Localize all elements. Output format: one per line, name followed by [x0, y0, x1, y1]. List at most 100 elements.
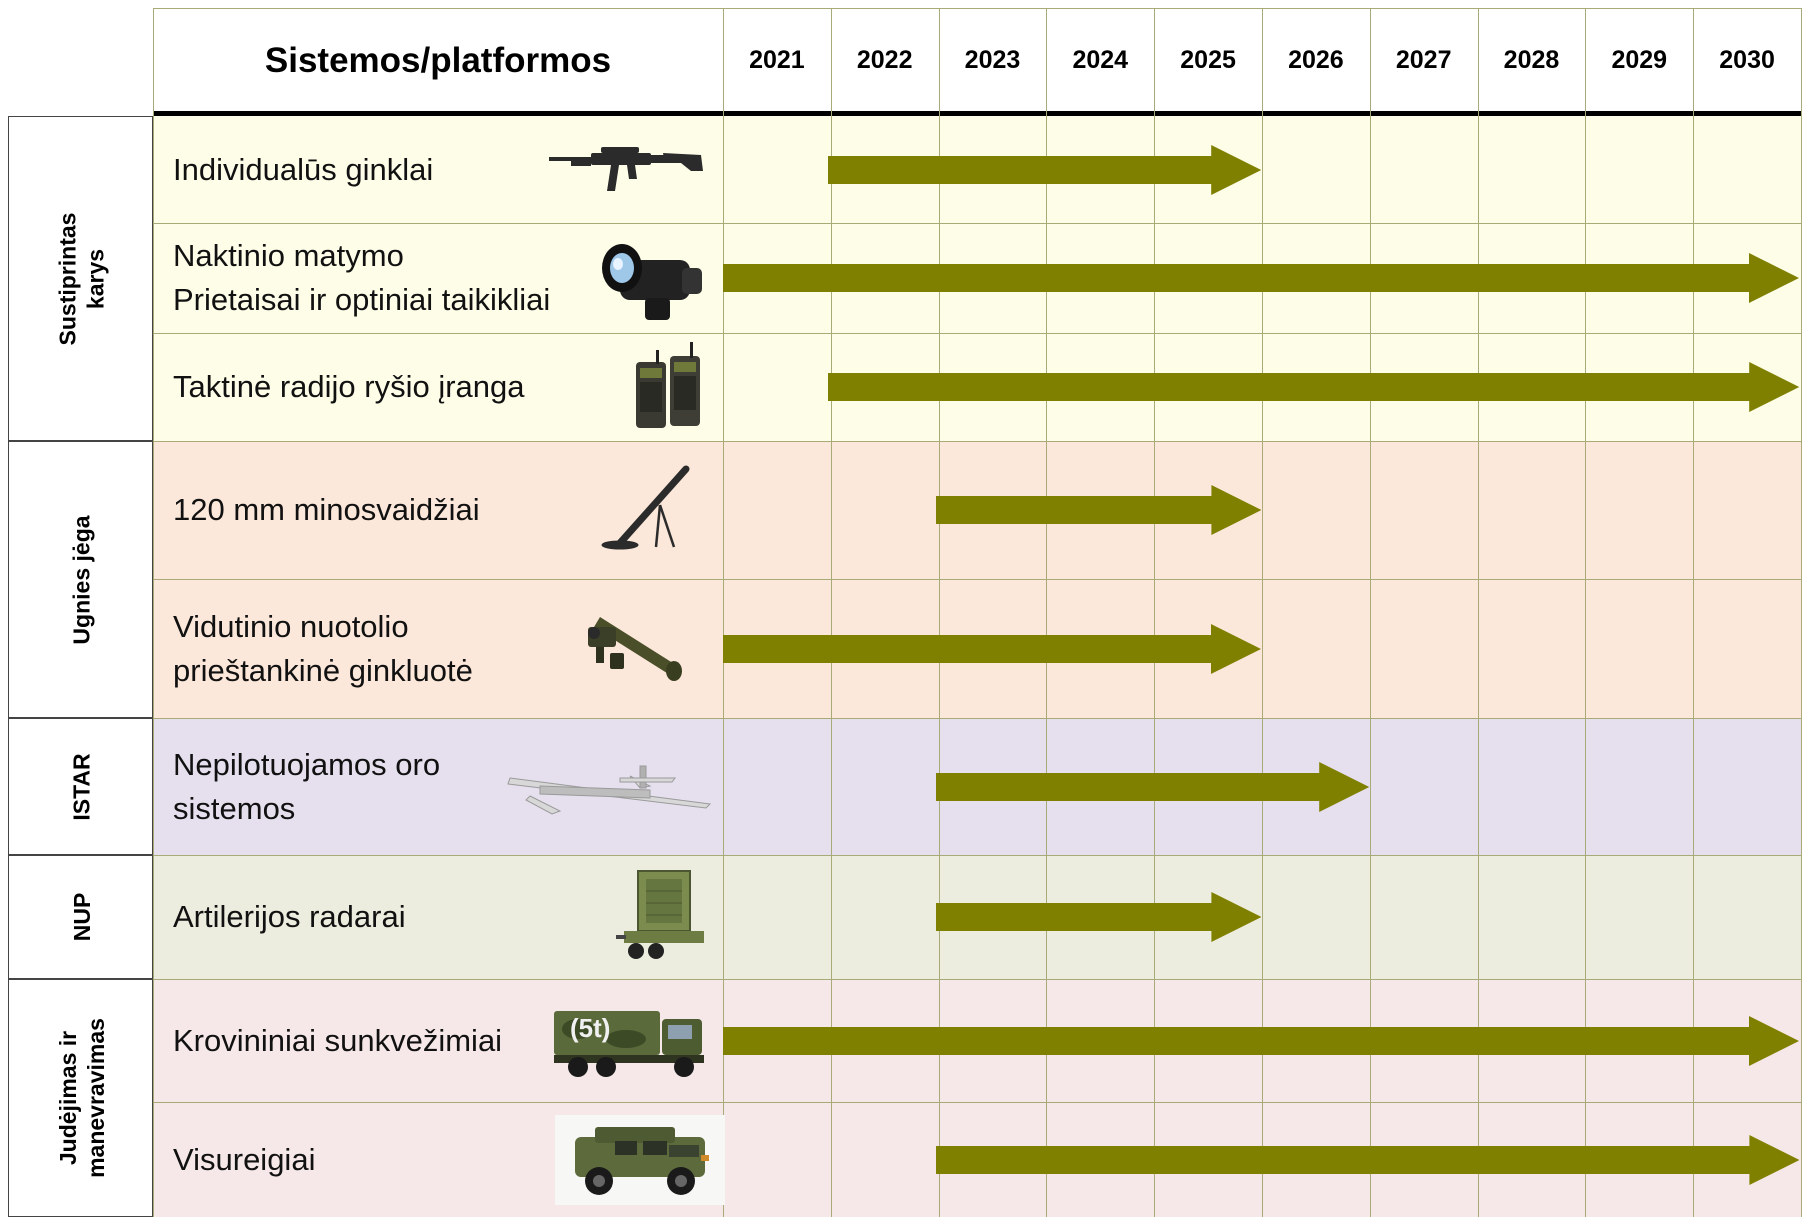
anti-tank-launcher-icon	[580, 609, 690, 694]
timeline-arrow	[723, 623, 1261, 674]
row-label-line: Krovininiai sunkvežimiai	[173, 1022, 503, 1058]
year-header-2025: 2025	[1180, 46, 1236, 74]
group-label-line: manevravimas	[82, 1018, 109, 1178]
row-label: Artilerijos radarai	[173, 855, 406, 979]
timeline-arrow	[935, 1134, 1799, 1185]
grid-line	[1478, 8, 1479, 1217]
timeline-arrow-shape	[827, 144, 1261, 195]
group-ugnies: Ugnies jėga	[8, 441, 153, 718]
row-label-line: Taktinė radijo ryšio įranga	[173, 369, 525, 404]
mortar-icon	[598, 465, 698, 560]
year-header-2023: 2023	[964, 46, 1021, 74]
grid-line	[831, 8, 832, 1217]
grid-line	[1262, 8, 1263, 1217]
header-title: Sistemos/platformos	[264, 40, 612, 80]
grid-line	[153, 855, 1801, 856]
timeline-arrow-shape	[827, 362, 1799, 412]
timeline-arrow	[935, 761, 1369, 812]
group-istar: ISTAR	[8, 718, 153, 855]
timeline-arrow	[723, 1015, 1799, 1066]
year-header-2021: 2021	[749, 46, 805, 74]
group-label-line: Judėjimas ir	[54, 1030, 81, 1166]
timeline-arrow	[723, 253, 1799, 303]
timeline-arrow	[827, 362, 1799, 412]
header-top-border	[153, 8, 1801, 9]
year-header-2022: 2022	[856, 46, 913, 74]
group-label: NUP	[68, 855, 96, 979]
row-label: Visureigiai	[173, 1102, 315, 1217]
rifle-icon	[541, 135, 711, 210]
row-label-line: prieštankinė ginkluotė	[173, 652, 473, 688]
grid-line	[153, 333, 1801, 334]
year-header-2028: 2028	[1503, 46, 1560, 74]
row-label: Taktinė radijo ryšio įranga	[173, 333, 525, 441]
year-header-2027: 2027	[1395, 46, 1452, 74]
row-label-line: Visureigiai	[173, 1141, 316, 1177]
timeline-arrow-shape	[935, 892, 1261, 942]
row-label: 120 mm minosvaidžiai	[173, 441, 480, 579]
row-label-line: Vidutinio nuotolio	[173, 608, 409, 644]
grid-line	[1693, 8, 1694, 1217]
row-label: Vidutinio nuotolio prieštankinė ginkluotė	[173, 579, 473, 718]
year-header-2026: 2026	[1288, 46, 1344, 74]
timeline-arrow-shape	[723, 1015, 1799, 1066]
row-label: Nepilotuojamos oro sistemos	[173, 718, 440, 855]
grid-line	[1585, 8, 1586, 1217]
timeline-arrow-shape	[935, 485, 1261, 535]
grid-line	[939, 8, 940, 1217]
timeline-arrow-shape	[723, 623, 1261, 674]
row-label-line: Prietaisai ir optiniai taikikliai	[173, 282, 551, 317]
timeline-arrow	[827, 144, 1261, 195]
timeline-arrow	[935, 485, 1261, 535]
armored-vehicle-icon	[555, 1114, 725, 1210]
group-label-line: karys	[82, 248, 109, 309]
grid-line	[1046, 8, 1047, 1217]
group-label-line: ISTAR	[68, 752, 95, 821]
radar-trailer-icon	[610, 867, 710, 972]
group-label-line: NUP	[68, 892, 95, 942]
grid-line	[153, 979, 1801, 980]
drone-icon	[500, 756, 720, 831]
year-header-2029: 2029	[1611, 46, 1668, 74]
grid-line	[153, 223, 1801, 224]
truck-icon-label: (5t)	[570, 1013, 610, 1043]
group-label-line: Ugnies jėga	[68, 514, 95, 645]
grid-line	[153, 441, 1801, 442]
grid-line	[1801, 8, 1802, 1217]
group-label: Ugnies jėga	[68, 441, 96, 718]
group-label-line: Sustiprintas	[54, 212, 81, 345]
grid-line	[723, 8, 724, 1217]
grid-line	[153, 718, 1801, 719]
timeline-arrow	[935, 892, 1261, 942]
radio-icon	[628, 342, 708, 437]
year-header-2030: 2030	[1719, 46, 1775, 74]
row-label: Individualūs ginklai	[173, 116, 433, 223]
row-label: Krovininiai sunkvežimiai	[173, 979, 502, 1102]
row-label-line: Nepilotuojamos oro	[173, 746, 441, 782]
row-label-line: Individualūs ginklai	[173, 151, 434, 187]
group-nup: NUP	[8, 855, 153, 979]
grid-line	[1154, 8, 1155, 1217]
grid-line	[153, 579, 1801, 580]
row-label-line: Naktinio matymo	[173, 238, 404, 273]
row-label-line: sistemos	[173, 790, 296, 826]
group-label: ISTAR	[68, 718, 96, 855]
row-label-line: 120 mm minosvaidžiai	[173, 492, 480, 527]
night-vision-icon	[590, 228, 710, 333]
grid-line	[153, 8, 154, 1217]
timeline-arrow-shape	[723, 253, 1799, 303]
year-header-2024: 2024	[1072, 46, 1129, 74]
header-rule	[153, 111, 1801, 116]
timeline-arrow-shape	[935, 761, 1369, 812]
row-label-line: Artilerijos radarai	[173, 899, 406, 934]
grid-line	[1370, 8, 1371, 1217]
timeline-arrow-shape	[935, 1134, 1799, 1185]
truck-icon: (5t)	[548, 1001, 708, 1086]
grid-line	[153, 1102, 1801, 1103]
